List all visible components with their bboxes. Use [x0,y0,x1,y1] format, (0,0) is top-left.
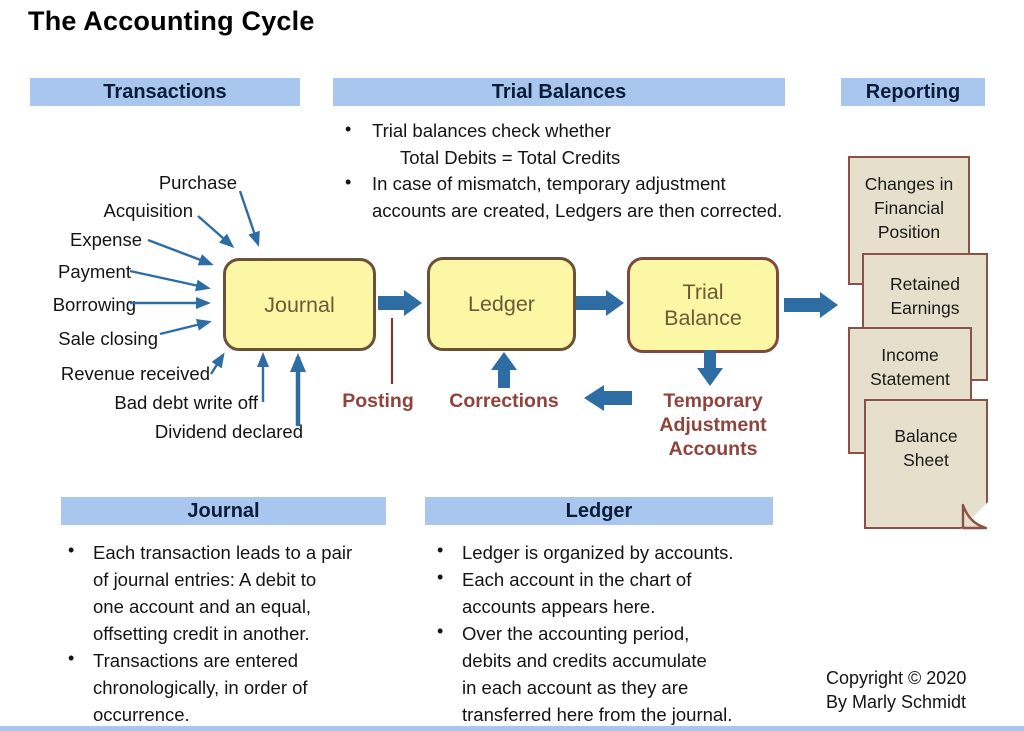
bullet-marker: • [437,540,444,560]
arrow-ledger-to-trial-balance [576,290,624,316]
bottom-accent-strip [0,726,1024,731]
temporary-adjustment-accounts-label: Temporary Adjustment Accounts [648,389,778,461]
text-line: one account and an equal, [93,596,312,617]
header-transactions: Transactions [30,78,300,106]
copyright-line1: Copyright © 2020 [826,668,967,688]
corrections-label: Corrections [449,390,559,412]
text-line: Transactions are entered [93,650,298,671]
doc-line: Financial [873,198,945,218]
trial-balances-bullet2-line2: accounts are created, Ledgers are then c… [372,200,783,221]
arrow-purchase-to-journal [238,190,260,247]
journal-bullet1: Each transaction leads to a pair of jour… [93,539,352,647]
txn-label-bad-debt: Bad debt write off [114,392,258,413]
arrow-corrections-to-ledger [491,352,517,388]
ledger-bullet3: Over the accounting period, debits and c… [462,620,732,728]
doc-line: Sheet [903,450,949,470]
arrow-trial-balance-to-reports [784,292,838,318]
txn-label-payment: Payment [57,261,131,282]
arrow-journal-to-ledger [378,290,422,316]
trial-balances-bullet1-line1: Trial balances check whether [372,120,611,141]
doc-line: Statement [870,369,950,389]
report-doc-balance-sheet: Balance Sheet [864,399,988,530]
arrow-sale-closing-to-journal [159,319,212,336]
ledger-bullet2: Each account in the chart of accounts ap… [462,566,691,620]
ledger-bullet1: Ledger is organized by accounts. [462,539,734,566]
text-line: transferred here from the journal. [462,704,733,725]
temporary-line1: Temporary [663,390,763,412]
arrow-temporary-to-corrections [584,385,632,411]
ledger-box: Ledger [427,257,576,351]
txn-label-revenue-received: Revenue received [60,363,210,384]
header-journal-detail: Journal [61,497,386,525]
txn-label-sale-closing: Sale closing [58,328,158,349]
txn-label-purchase: Purchase [158,172,237,193]
trial-balance-line2: Balance [664,306,742,330]
arrow-acquisition-to-journal [197,215,235,248]
page-fold-icon [961,502,988,530]
text-line: Over the accounting period, [462,623,690,644]
text-line: occurrence. [93,704,190,725]
header-reporting: Reporting [841,78,985,106]
text-line: of journal entries: A debit to [93,569,317,590]
arrow-expense-to-journal [147,238,214,266]
bullet-marker: • [437,621,444,641]
doc-line: Balance [894,426,958,446]
trial-balances-bullet1-line2: Total Debits = Total Credits [400,147,621,168]
text-line: debits and credits accumulate [462,650,707,671]
header-ledger-detail: Ledger [425,497,773,525]
page-title: The Accounting Cycle [28,6,315,36]
bullet-marker: • [68,648,75,668]
doc-line: Position [877,222,941,242]
txn-label-dividend-declared: Dividend declared [154,421,303,442]
txn-label-acquisition: Acquisition [103,200,193,221]
text-line: Each transaction leads to a pair [93,542,353,563]
copyright-line2: By Marly Schmidt [826,692,967,712]
header-trial-balances: Trial Balances [333,78,785,106]
text-line: Each account in the chart of [462,569,692,590]
doc-line: Earnings [890,298,960,318]
text-line: offsetting credit in another. [93,623,310,644]
trial-balance-line1: Trial [682,280,724,304]
trial-balance-box: Trial Balance [627,257,779,353]
text-line: in each account as they are [462,677,689,698]
journal-bullet2: Transactions are entered chronologically… [93,647,308,728]
doc-line: Income [881,345,939,365]
journal-box: Journal [223,258,376,351]
bullet-marker: • [345,119,352,139]
text-line: chronologically, in order of [93,677,308,698]
arrow-payment-to-journal [129,269,211,292]
trial-balances-bullet2-line1: In case of mismatch, temporary adjustmen… [372,173,726,194]
posting-label: Posting [342,390,414,412]
doc-line: Retained [889,274,961,294]
arrow-revenue-received-to-journal [209,352,225,375]
text-line: accounts appears here. [462,596,656,617]
temporary-line3: Accounts [668,438,758,460]
text-line: Ledger is organized by accounts. [462,542,734,563]
bullet-marker: • [345,172,352,192]
bullet-marker: • [437,567,444,587]
copyright-notice: Copyright © 2020 By Marly Schmidt [826,666,966,714]
temporary-line2: Adjustment [659,414,767,436]
arrow-trial-balance-to-temporary [697,350,723,386]
txn-label-expense: Expense [70,229,142,250]
bullet-marker: • [68,540,75,560]
txn-label-sale-borrowing: Borrowing [52,294,136,315]
doc-line: Changes in [864,174,954,194]
